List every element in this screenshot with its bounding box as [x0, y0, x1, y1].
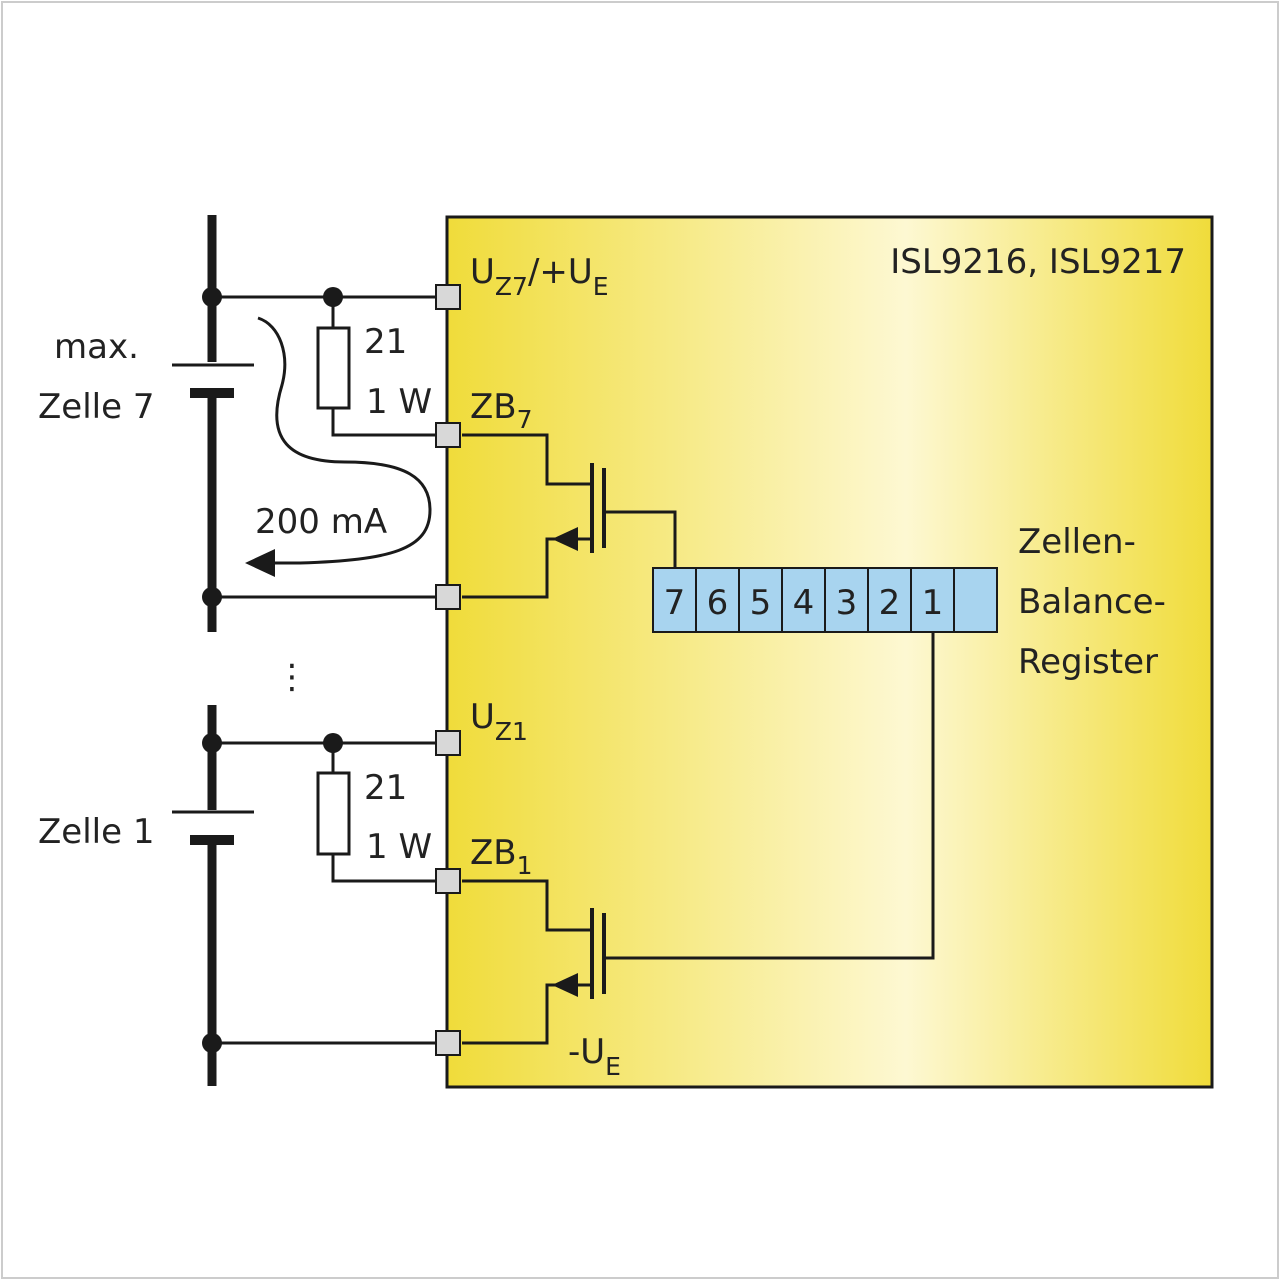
- pin-zb7: [435, 422, 461, 448]
- mosfet1-drain: [462, 879, 592, 932]
- current-label: 200 mA: [255, 502, 387, 542]
- junction-rail-ue: [202, 1033, 222, 1053]
- cell7-label-line2: Zelle 7: [38, 387, 154, 427]
- register-cell: [781, 567, 826, 633]
- register-cell-label: 7: [664, 583, 686, 623]
- resistor1-power: 1 W: [366, 827, 432, 867]
- register-cell: [953, 567, 998, 633]
- cell-ellipsis: ⋮: [275, 657, 309, 697]
- pin-ue: [435, 1030, 461, 1056]
- pin-label-zb1: ZB1: [470, 833, 533, 880]
- resistor1-value: 21: [364, 768, 407, 808]
- chip-name: ISL9216, ISL9217: [890, 242, 1186, 282]
- pin-cell7-neg: [435, 584, 461, 610]
- resistor7-value: 21: [364, 322, 407, 362]
- resistor-1: [316, 771, 351, 856]
- wire-r7-zb7: [331, 408, 438, 437]
- register-title-line1: Zellen-: [1018, 522, 1136, 562]
- mosfet7-gate-wire: [604, 510, 677, 568]
- junction-rail-cell7-neg: [202, 587, 222, 607]
- cell1-label: Zelle 1: [38, 812, 154, 852]
- mosfet1-arrow-icon: [552, 973, 578, 997]
- wire-r1-zb1: [331, 854, 438, 883]
- wiring: [172, 215, 935, 1086]
- resistor-7: [316, 326, 351, 410]
- pin-uz1: [435, 730, 461, 756]
- junctions: [202, 287, 343, 1053]
- register-cell-label: 6: [707, 583, 729, 623]
- pin-uz7: [435, 284, 461, 310]
- junction-r1: [323, 733, 343, 753]
- mosfet1-gate-wire: [604, 632, 935, 960]
- pin-label-uz7: UZ7/+UE: [470, 252, 609, 301]
- junction-rail-uz1: [202, 733, 222, 753]
- register-cell-label: 5: [750, 583, 772, 623]
- register-cell-label: 1: [922, 583, 944, 623]
- resistor7-power: 1 W: [366, 382, 432, 422]
- mosfet7-drain: [462, 433, 592, 486]
- junction-rail-uz7: [202, 287, 222, 307]
- current-arrow-icon: [245, 549, 275, 577]
- register-cell-label: 4: [793, 583, 815, 623]
- chip-body: [445, 215, 1214, 1089]
- register-cell: [738, 567, 783, 633]
- pin-label-zb7: ZB7: [470, 387, 533, 434]
- register-cell: [652, 567, 697, 633]
- register-title-line2: Balance-: [1018, 582, 1166, 622]
- register-cell-label: 3: [836, 583, 858, 623]
- cell7-label-line1: max.: [54, 327, 139, 367]
- pin-label-uz1: UZ1: [470, 697, 528, 746]
- register-cell: [910, 567, 955, 633]
- register-cell: [867, 567, 912, 633]
- junction-r7: [323, 287, 343, 307]
- pins: [435, 284, 461, 1056]
- current-path: [257, 316, 432, 565]
- pin-label-ue: -UE: [568, 1032, 621, 1081]
- pin-zb1: [435, 868, 461, 894]
- register-title-line3: Register: [1018, 642, 1158, 682]
- register-cell-label: 2: [879, 583, 901, 623]
- mosfet7-arrow-icon: [552, 527, 578, 551]
